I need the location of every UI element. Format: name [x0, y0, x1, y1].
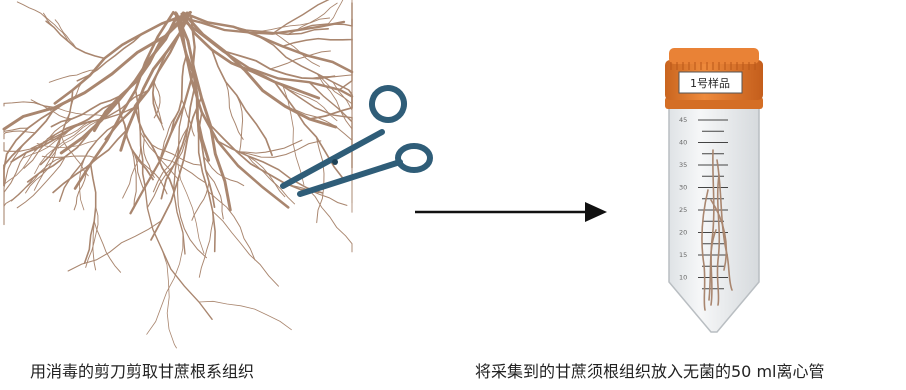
root-strand [199, 301, 291, 329]
root-strand [153, 93, 164, 130]
root-strand [93, 221, 96, 270]
root-strand [68, 221, 161, 271]
graduation-label: 25 [679, 206, 687, 214]
graduation-label: 35 [679, 161, 687, 169]
root-strand [182, 14, 319, 98]
graduation-label: 15 [679, 251, 687, 259]
graduation-label: 40 [679, 139, 687, 147]
root-strand [226, 82, 244, 139]
root-strand [140, 132, 179, 180]
root-strand [86, 207, 98, 268]
root-strand [283, 39, 353, 47]
caption-place-in-tube: 将采集到的甘蔗须根组织放入无菌的50 ml离心管 [475, 358, 824, 382]
root-strand [213, 211, 279, 286]
root-strand [316, 137, 324, 223]
root-strand [147, 233, 183, 335]
root-strand [24, 119, 89, 168]
process-arrow [415, 202, 607, 222]
graduation-label: 20 [679, 229, 687, 237]
graduation-label: 30 [679, 184, 687, 192]
root-strand [283, 86, 304, 184]
centrifuge-tube-50ml: 1号样品 45 40 35 30 25 20 15 10 [665, 48, 763, 332]
root-strand [210, 125, 318, 192]
sample-label: 1号样品 [690, 76, 730, 90]
root-strand [340, 3, 353, 90]
root-strand [53, 129, 127, 192]
root-strand [55, 20, 76, 48]
graduation-label: 10 [679, 274, 687, 282]
root-strand [44, 13, 69, 41]
root-strand [328, 0, 352, 24]
root-strand [85, 164, 96, 263]
root-strand [46, 21, 104, 58]
caption-cut-roots: 用消毒的剪刀剪取甘蔗根系组织 [30, 358, 254, 382]
root-strand [4, 153, 26, 225]
root-strand [274, 33, 319, 67]
root-strand [199, 211, 213, 277]
graduation-label: 45 [679, 116, 687, 124]
scissors-icon [283, 82, 430, 194]
